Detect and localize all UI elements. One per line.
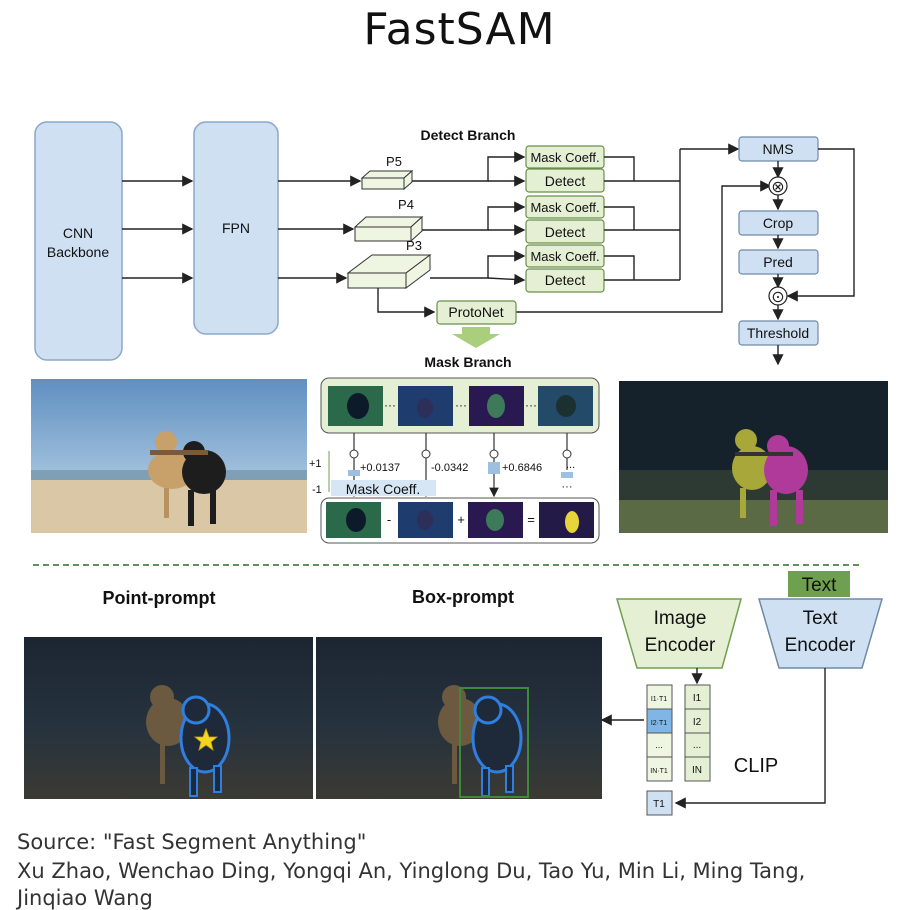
coeff-3: +0.6846 xyxy=(502,462,542,474)
dots-2: ··· xyxy=(455,398,467,412)
multiply-node xyxy=(768,176,788,196)
fpn-box xyxy=(193,121,279,335)
prototype-panel xyxy=(320,377,600,434)
pred-label: Pred xyxy=(763,254,793,270)
box-prompt-photo xyxy=(316,637,602,799)
down-arrow-green xyxy=(452,327,500,348)
p3-slab xyxy=(346,254,432,289)
mask-coeff-p3: Mask Coeff. xyxy=(530,249,599,264)
image-encoder-label-1: Image xyxy=(654,608,707,629)
star-icon xyxy=(193,727,219,751)
p4-slab xyxy=(353,215,424,243)
dots-3: ··· xyxy=(525,398,537,412)
input-photo xyxy=(31,379,307,533)
assembly-maps xyxy=(326,502,594,538)
cnn-backbone-box xyxy=(34,121,123,361)
dots-1: ··· xyxy=(384,398,396,412)
clip-arrows xyxy=(600,668,826,809)
dot-product-node xyxy=(768,286,788,306)
crop-label: Crop xyxy=(763,215,794,231)
nms-label: NMS xyxy=(762,141,793,157)
text-feature-label: T1 xyxy=(653,799,665,810)
p3-label: P3 xyxy=(406,238,422,253)
image-feature-column xyxy=(684,684,711,782)
text-tag-label: Text xyxy=(802,575,838,596)
image-encoder-shape xyxy=(616,598,742,669)
slab-to-head-arrows xyxy=(377,151,526,318)
text-encoder-label-1: Text xyxy=(803,608,839,629)
cnn-backbone-label-2: Backbone xyxy=(47,244,109,260)
authors-line-1: Xu Zhao, Wenchao Ding, Yongqi An, Yinglo… xyxy=(17,859,806,883)
backbone-to-fpn-arrows xyxy=(122,175,362,284)
mask-coeff-strip xyxy=(331,480,436,496)
detect-branch-heading: Detect Branch xyxy=(421,127,516,143)
text-tag xyxy=(788,571,850,597)
text-encoder-shape xyxy=(758,598,883,669)
coeff-4: ... xyxy=(566,459,575,471)
mask-coeff-strip-label: Mask Coeff. xyxy=(346,481,420,497)
source-line: Source: "Fast Segment Anything" xyxy=(17,830,367,854)
point-prompt-photo xyxy=(24,637,313,799)
sim-cell-3: ... xyxy=(655,740,663,750)
page-title: FastSAM xyxy=(363,4,556,55)
assembly-panel xyxy=(320,497,600,544)
post-boxes xyxy=(738,136,819,346)
image-encoder-label-2: Encoder xyxy=(645,635,716,656)
authors-line-2: Jinqiao Wang xyxy=(17,886,153,910)
head-boxes xyxy=(525,145,605,293)
multiply-symbol: ⊗ xyxy=(771,179,784,196)
coeff-multiply-nodes xyxy=(349,449,572,459)
coeff-1: +0.0137 xyxy=(360,462,400,474)
minus-one-label: -1 xyxy=(312,484,322,496)
img-cell-4: IN xyxy=(692,765,702,776)
coeff-5: ··· xyxy=(562,481,573,493)
sim-cell-2: I2·T1 xyxy=(651,720,667,727)
mask-branch-heading: Mask Branch xyxy=(424,354,511,370)
detect-p3: Detect xyxy=(545,272,586,288)
mask-coeff-p4: Mask Coeff. xyxy=(530,200,599,215)
segmentation-output xyxy=(619,381,888,533)
img-cell-1: I1 xyxy=(693,693,702,704)
similarity-column xyxy=(646,684,673,782)
clip-label: CLIP xyxy=(734,755,778,777)
plus-one-label: +1 xyxy=(309,458,322,470)
coeff-2: -0.0342 xyxy=(431,462,468,474)
prototype-maps xyxy=(328,386,593,426)
p4-label: P4 xyxy=(398,197,414,212)
heads-to-nms-lines xyxy=(516,143,772,313)
op-plus: + xyxy=(457,512,465,527)
detect-p4: Detect xyxy=(545,224,586,240)
img-cell-2: I2 xyxy=(693,717,702,728)
fpn-label: FPN xyxy=(222,220,250,236)
op-minus: - xyxy=(387,512,391,527)
mask-coeff-p5: Mask Coeff. xyxy=(530,150,599,165)
text-encoder-label-2: Encoder xyxy=(785,635,856,656)
op-equals: = xyxy=(527,512,535,527)
protonet-box xyxy=(436,300,517,325)
detect-p5: Detect xyxy=(545,173,586,189)
point-prompt-heading: Point-prompt xyxy=(103,588,216,608)
protonet-label: ProtoNet xyxy=(448,304,503,320)
p5-slab xyxy=(360,169,414,191)
cnn-backbone-label-1: CNN xyxy=(63,225,93,241)
img-cell-3: ... xyxy=(693,740,701,751)
threshold-label: Threshold xyxy=(747,325,809,341)
text-feature-cell xyxy=(646,790,673,816)
post-arrows xyxy=(772,148,855,366)
p5-label: P5 xyxy=(386,154,402,169)
sim-cell-1: I1·T1 xyxy=(651,696,667,703)
dot-symbol: ⊙ xyxy=(771,289,784,306)
box-prompt-heading: Box-prompt xyxy=(412,587,514,607)
sim-cell-4: IN·T1 xyxy=(650,768,668,775)
